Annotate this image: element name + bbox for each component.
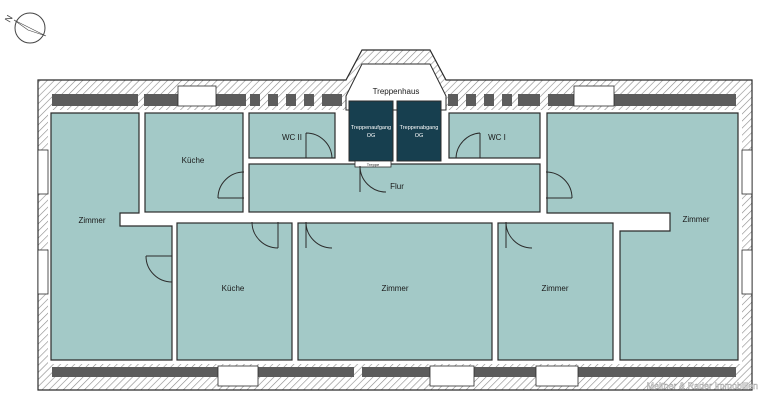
stair-small-landing: [354, 160, 392, 168]
label-kueche-top: Küche: [182, 156, 205, 165]
label-kueche-bottom: Küche: [222, 284, 245, 293]
room-zimmer-right: [546, 112, 739, 361]
label-flur: Flur: [390, 182, 404, 191]
room-kueche-bottom: [176, 222, 293, 361]
compass-arrow-icon: N: [3, 12, 47, 44]
room-flur: [248, 163, 541, 213]
top-windows: [52, 94, 736, 106]
label-zimmer-left: Zimmer: [78, 216, 105, 225]
label-wc-i: WC I: [488, 133, 506, 142]
label-aufgang-line2: OG: [367, 133, 376, 139]
room-zimmer-center: [297, 222, 493, 361]
label-treppe-small: Treppe: [367, 162, 380, 167]
label-treppenhaus: Treppenhaus: [373, 87, 420, 96]
label-wc-ii: WC II: [282, 133, 302, 142]
room-zimmer-left: [50, 112, 173, 361]
watermark: Meither & Rader Immobilien: [646, 381, 758, 391]
stairwell-interior: [345, 63, 447, 111]
label-aufgang-line1: Treppenaufgang: [351, 125, 391, 131]
compass-north-label: N: [3, 13, 15, 24]
side-window-openings: [37, 149, 753, 295]
label-zimmer-mid-right: Zimmer: [541, 284, 568, 293]
room-zimmer-mid-right: [497, 222, 614, 361]
door-swings: [145, 132, 573, 283]
room-kueche-top: [144, 112, 244, 213]
label-zimmer-right: Zimmer: [682, 215, 709, 224]
top-window-openings: [177, 85, 615, 107]
bottom-windows: [52, 367, 736, 377]
stair-abgang: [396, 100, 442, 162]
stair-aufgang: [348, 100, 394, 162]
room-wc-i: [448, 112, 541, 159]
bottom-window-openings: [217, 365, 579, 387]
label-abgang-line1: Treppenabgang: [400, 125, 439, 131]
room-wc-ii: [248, 112, 336, 159]
label-abgang-line2: OG: [415, 133, 424, 139]
label-zimmer-center: Zimmer: [381, 284, 408, 293]
